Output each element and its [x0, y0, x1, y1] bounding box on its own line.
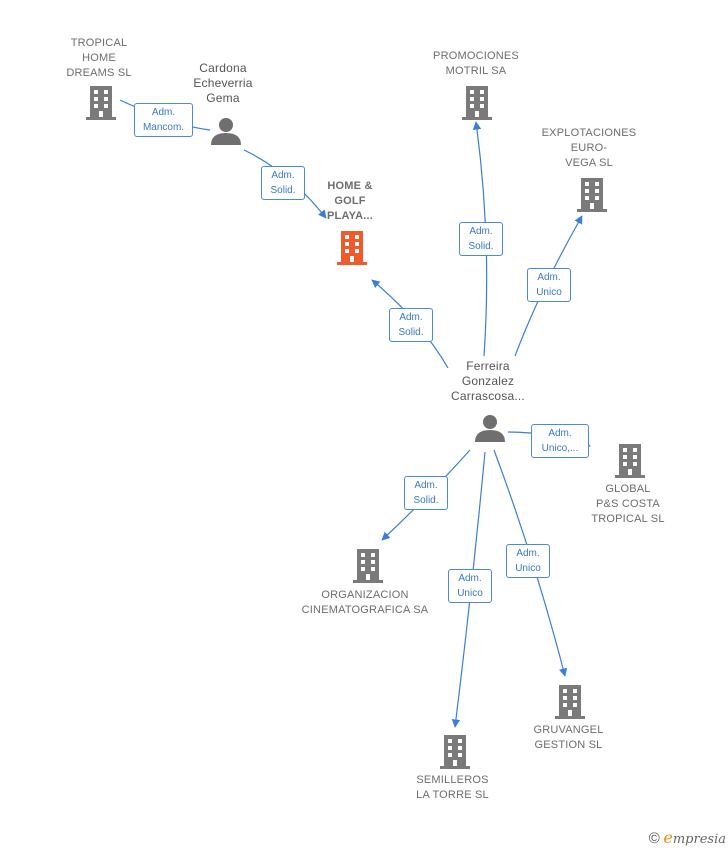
building-icon[interactable]: [577, 178, 607, 212]
building-icon[interactable]: [86, 86, 116, 120]
brand-name: mpresia: [672, 832, 726, 847]
node-label-global[interactable]: GLOBAL P&S COSTA TROPICAL SL: [591, 483, 665, 525]
footer-credit: © empresia: [649, 828, 726, 847]
edge-label-cardona-home[interactable]: Adm. Solid.: [261, 166, 305, 200]
edge-label-ferreira-home[interactable]: Adm. Solid.: [389, 308, 433, 342]
building-icon[interactable]: [462, 86, 492, 120]
node-label-tropical-home[interactable]: TROPICAL HOME DREAMS SL: [66, 37, 132, 79]
person-icon[interactable]: [211, 118, 241, 145]
copyright-symbol: ©: [648, 830, 660, 847]
node-label-organizacion[interactable]: ORGANIZACION CINEMATOGRAFICA SA: [301, 589, 429, 616]
building-icon[interactable]: [353, 549, 383, 583]
node-label-ferreira[interactable]: Ferreira Gonzalez Carrascosa...: [451, 359, 525, 403]
edge-label-ferreira-promociones[interactable]: Adm. Solid.: [459, 222, 503, 256]
edge-label-ferreira-gruvangel[interactable]: Adm. Unico: [506, 544, 550, 578]
node-label-promociones[interactable]: PROMOCIONES MOTRIL SA: [433, 50, 519, 77]
brand-initial: e: [663, 828, 673, 847]
brand-logo[interactable]: empresia: [663, 828, 726, 847]
node-label-gruvangel[interactable]: GRUVANGEL GESTION SL: [533, 724, 604, 751]
edge-label-ferreira-explotaciones[interactable]: Adm. Unico: [527, 268, 571, 302]
edge-label-ferreira-semilleros[interactable]: Adm. Unico: [448, 569, 492, 603]
node-label-cardona[interactable]: Cardona Echeverria Gema: [193, 61, 253, 105]
building-icon[interactable]: [615, 444, 645, 478]
person-icon[interactable]: [475, 415, 505, 442]
edge-label-cardona-tropical[interactable]: Adm. Mancom.: [134, 103, 193, 137]
building-icon[interactable]: [555, 685, 585, 719]
edge-label-ferreira-organizacion[interactable]: Adm. Solid.: [404, 476, 448, 510]
building-icon-main[interactable]: [337, 231, 367, 265]
node-label-explotaciones[interactable]: EXPLOTACIONES EURO- VEGA SL: [541, 127, 637, 169]
building-icon[interactable]: [440, 735, 470, 769]
node-label-semilleros[interactable]: SEMILLEROS LA TORRE SL: [416, 774, 489, 801]
edge-label-ferreira-global[interactable]: Adm. Unico,...: [531, 424, 589, 458]
node-label-home-golf[interactable]: HOME & GOLF PLAYA...: [326, 180, 374, 222]
